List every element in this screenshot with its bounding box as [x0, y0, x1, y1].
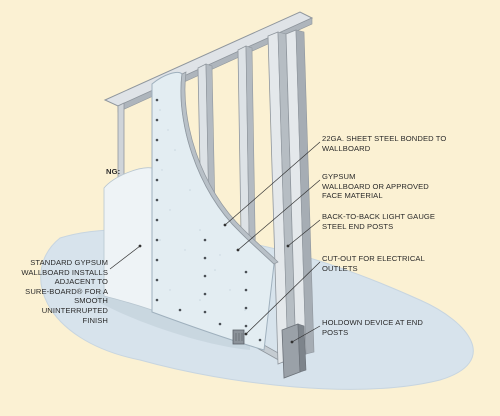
cutout-callout: CUT-OUT FOR ELECTRICAL OUTLETS: [322, 254, 425, 273]
partial-label: NG:: [106, 167, 121, 176]
standard-board-callout: STANDARD GYPSUM WALLBOARD INSTALLS ADJAC…: [21, 258, 108, 325]
holdown-callout: HOLDOWN DEVICE AT END POSTS: [322, 318, 423, 337]
board-texture: [159, 109, 246, 311]
callout-leaders: [109, 141, 321, 343]
gypsum-callout: GYPSUM WALLBOARD OR APPROVED FACE MATERI…: [322, 172, 429, 201]
leader-dots: [138, 223, 294, 344]
screw-dot-icon: [155, 98, 262, 342]
steel-sheet-edge: [180, 71, 279, 265]
holdown-bracket-icon: [281, 323, 307, 379]
steel-sheet-callout: 22GA. SHEET STEEL BONDED TO WALLBOARD: [322, 134, 447, 153]
end-posts-callout: BACK-TO-BACK LIGHT GAUGE STEEL END POSTS: [322, 212, 436, 231]
standard-gypsum-board: [103, 167, 153, 311]
electrical-outlet-icon: [232, 329, 245, 345]
